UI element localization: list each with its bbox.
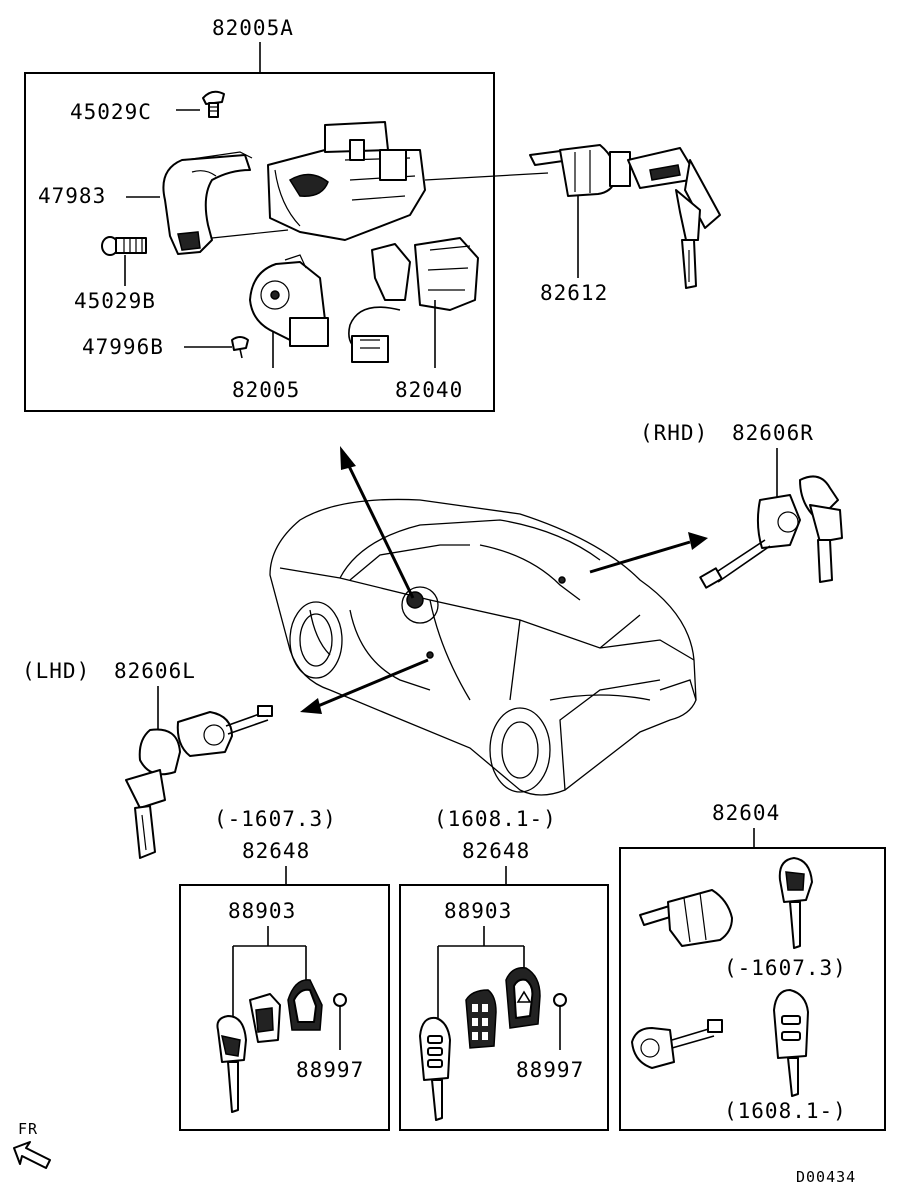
screw-88997-1-illustration <box>333 993 347 1050</box>
door-lock-rhd-group: (RHD) 82606R <box>640 421 843 589</box>
front-orientation-marker: FR <box>13 1120 51 1169</box>
label-82005[interactable]: 82005 <box>232 378 300 402</box>
remote-cover-1-illustration <box>249 993 281 1043</box>
ignition-assembly-group: 82005A 45029C 47983 <box>24 16 549 412</box>
remote-shell-1-illustration <box>287 979 323 1031</box>
door-lock-rhd-illustration <box>699 475 843 589</box>
label-82005a[interactable]: 82005A <box>212 16 294 40</box>
label-box2-88997[interactable]: 88997 <box>516 1058 584 1082</box>
label-82040[interactable]: 82040 <box>395 378 463 402</box>
door-lock-lhd-illustration <box>125 705 273 859</box>
label-box1-88997[interactable]: 88997 <box>296 1058 364 1082</box>
immobilizer-illustration <box>348 237 479 363</box>
label-box1-82648[interactable]: 82648 <box>242 839 310 863</box>
remote-box-1-group: (-1607.3) 82648 88903 88997 <box>179 807 390 1131</box>
front-label: FR <box>18 1120 38 1138</box>
key-set-frame <box>619 847 886 1131</box>
label-keyset-period-2[interactable]: (1608.1-) <box>724 1099 847 1123</box>
ignition-switch-illustration <box>249 254 329 347</box>
remote-key-1-illustration <box>216 1015 247 1113</box>
screw-47996b-illustration <box>231 336 249 359</box>
ignition-housing-illustration <box>267 121 426 241</box>
key-set-key-2-illustration <box>773 989 809 1097</box>
label-box2-82648[interactable]: 82648 <box>462 839 530 863</box>
label-box2-88903[interactable]: 88903 <box>444 899 512 923</box>
column-cover-illustration <box>162 151 253 255</box>
key-set-lock-cylinder-illustration <box>639 889 733 947</box>
screw-88997-2-illustration <box>553 993 567 1050</box>
steering-lock-group: 82612 <box>529 144 721 305</box>
steering-lock-illustration <box>529 144 721 289</box>
remote-key-2-illustration <box>419 1016 451 1121</box>
pointer-arrows <box>300 446 708 714</box>
label-box1-88903[interactable]: 88903 <box>228 899 296 923</box>
ignition-assembly-frame <box>24 72 495 412</box>
front-arrow-icon <box>13 1141 51 1169</box>
label-box2-period[interactable]: (1608.1-) <box>434 807 557 831</box>
label-82604[interactable]: 82604 <box>712 801 780 825</box>
diagram-code: D00434 <box>796 1168 856 1186</box>
label-box1-period[interactable]: (-1607.3) <box>214 807 337 831</box>
key-set-group: 82604 (-1607.3) (1608.1-) <box>619 801 886 1131</box>
label-47996b[interactable]: 47996B <box>82 335 164 359</box>
label-keyset-period-1[interactable]: (-1607.3) <box>724 956 847 980</box>
screw-45029c-illustration <box>202 90 225 118</box>
label-rhd[interactable]: (RHD) <box>640 421 708 445</box>
label-45029b[interactable]: 45029B <box>74 289 156 313</box>
label-45029c[interactable]: 45029C <box>70 100 152 124</box>
label-47983[interactable]: 47983 <box>38 184 106 208</box>
remote-box-1-frame <box>179 884 390 1131</box>
vehicle-outline-illustration <box>269 498 697 796</box>
door-lock-lhd-group: (LHD) 82606L <box>22 659 273 859</box>
bolt-45029b-illustration <box>101 236 147 256</box>
label-82606r[interactable]: 82606R <box>732 421 814 445</box>
label-82612[interactable]: 82612 <box>540 281 608 305</box>
remote-shell-2-illustration <box>505 967 541 1029</box>
label-lhd[interactable]: (LHD) <box>22 659 90 683</box>
remote-buttons-2-illustration <box>465 989 497 1049</box>
label-82606l[interactable]: 82606L <box>114 659 196 683</box>
key-set-key-1-illustration <box>778 857 813 949</box>
remote-box-2-frame <box>399 884 609 1131</box>
key-set-door-lock-illustration <box>631 1019 723 1069</box>
remote-box-2-group: (1608.1-) 82648 88903 <box>399 807 609 1131</box>
